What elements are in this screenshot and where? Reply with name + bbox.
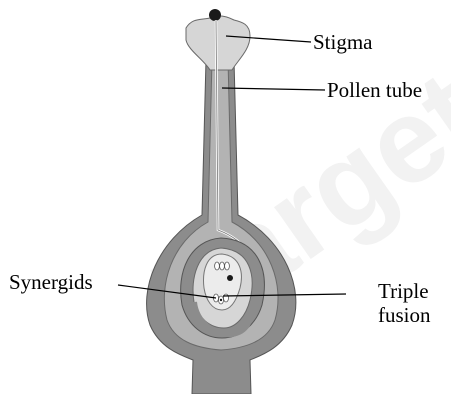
egg-nucleus [220,299,222,301]
triple-fusion-label-line2: fusion [378,303,431,327]
antipodal-cells [215,262,230,270]
pollen-tube-label: Pollen tube [327,78,422,102]
pollen-grain [209,9,221,21]
stigma-shape [186,16,250,70]
pollen-tube-leader-line [222,88,325,90]
secondary-nucleus [227,275,233,281]
synergids-label: Synergids [9,270,93,294]
stigma-label: Stigma [313,30,373,54]
triple-fusion-label-line1: Triple [378,279,429,303]
